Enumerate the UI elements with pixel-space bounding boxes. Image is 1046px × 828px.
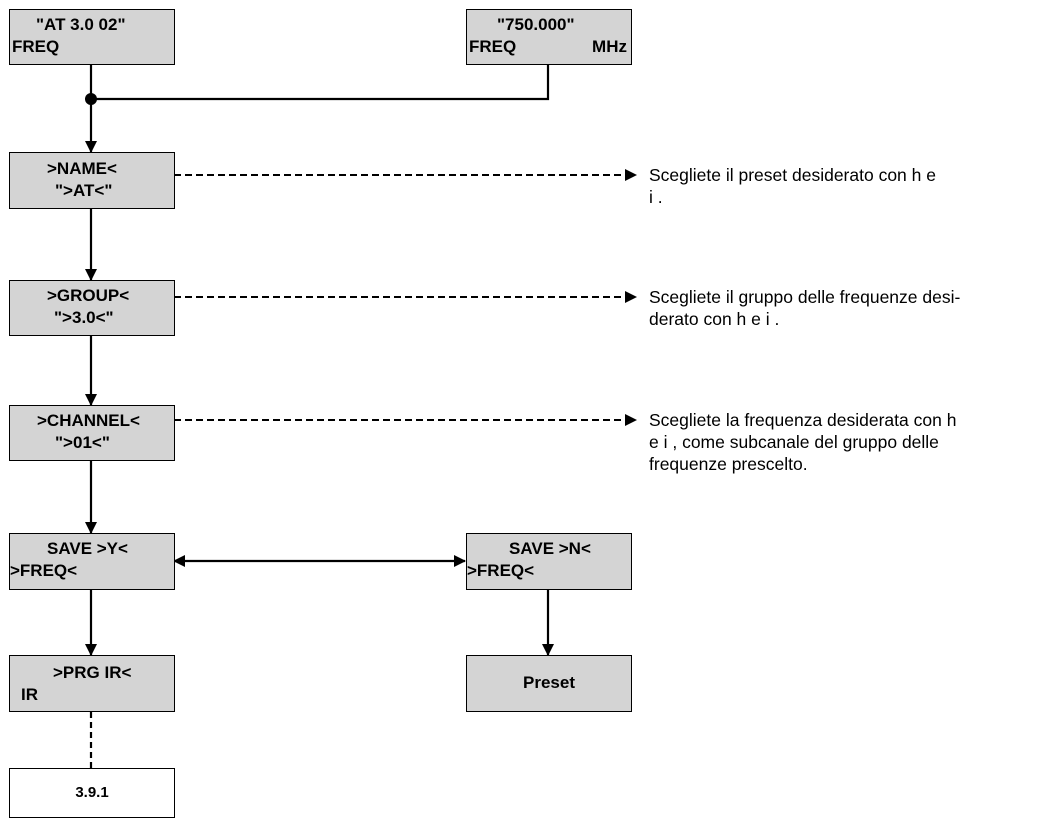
description-group-line1: Scegliete il gruppo delle frequenze desi… xyxy=(649,287,961,307)
box-preset: Preset xyxy=(466,655,632,712)
box-prg-ir-line1: >PRG IR< xyxy=(53,663,132,682)
description-name: Scegliete il preset desiderato con h e i… xyxy=(649,164,1039,208)
box-save-n-line1: SAVE >N< xyxy=(509,539,591,558)
box-save-n: SAVE >N< >FREQ< xyxy=(466,533,632,590)
box-group-line1: >GROUP< xyxy=(47,286,130,305)
description-name-line2: i . xyxy=(649,187,663,207)
box-at-freq-line2: FREQ xyxy=(12,37,60,56)
box-channel-line1: >CHANNEL< xyxy=(37,411,140,430)
box-750-line2-left: FREQ xyxy=(469,37,517,56)
box-group: >GROUP< ">3.0<" xyxy=(9,280,175,336)
box-group-line2: ">3.0<" xyxy=(54,308,114,327)
box-save-y: SAVE >Y< >FREQ< xyxy=(9,533,175,590)
description-group-line2: derato con h e i . xyxy=(649,309,780,329)
box-channel-line2: ">01<" xyxy=(55,433,110,452)
description-channel-line2: e i , come subcanale del gruppo delle xyxy=(649,432,939,452)
box-prg-ir: >PRG IR< IR xyxy=(9,655,175,712)
box-channel: >CHANNEL< ">01<" xyxy=(9,405,175,461)
box-name-line2: ">AT<" xyxy=(55,181,113,200)
connector-750-to-junction xyxy=(91,64,550,101)
box-save-y-line1: SAVE >Y< xyxy=(47,539,128,558)
box-at-freq-line1: "AT 3.0 02" xyxy=(36,15,126,34)
box-save-y-line2: >FREQ< xyxy=(10,561,78,580)
box-750-freq: "750.000" FREQ MHz xyxy=(466,9,632,65)
description-channel-line3: frequenze prescelto. xyxy=(649,454,808,474)
description-channel: Scegliete la frequenza desiderata con h … xyxy=(649,409,1039,475)
box-prg-ir-line2: IR xyxy=(21,685,38,704)
box-section-label: 3.9.1 xyxy=(75,784,109,801)
box-section-ref: 3.9.1 xyxy=(9,768,175,818)
box-save-n-line2: >FREQ< xyxy=(467,561,535,580)
box-preset-label: Preset xyxy=(523,673,575,692)
box-at-freq: "AT 3.0 02" FREQ xyxy=(9,9,175,65)
description-group: Scegliete il gruppo delle frequenze desi… xyxy=(649,286,1039,330)
description-name-line1: Scegliete il preset desiderato con h e xyxy=(649,165,936,185)
box-750-line2-right: MHz xyxy=(592,37,627,56)
box-name: >NAME< ">AT<" xyxy=(9,152,175,209)
box-750-line1: "750.000" xyxy=(497,15,575,34)
box-name-line1: >NAME< xyxy=(47,159,117,178)
description-channel-line1: Scegliete la frequenza desiderata con h xyxy=(649,410,957,430)
